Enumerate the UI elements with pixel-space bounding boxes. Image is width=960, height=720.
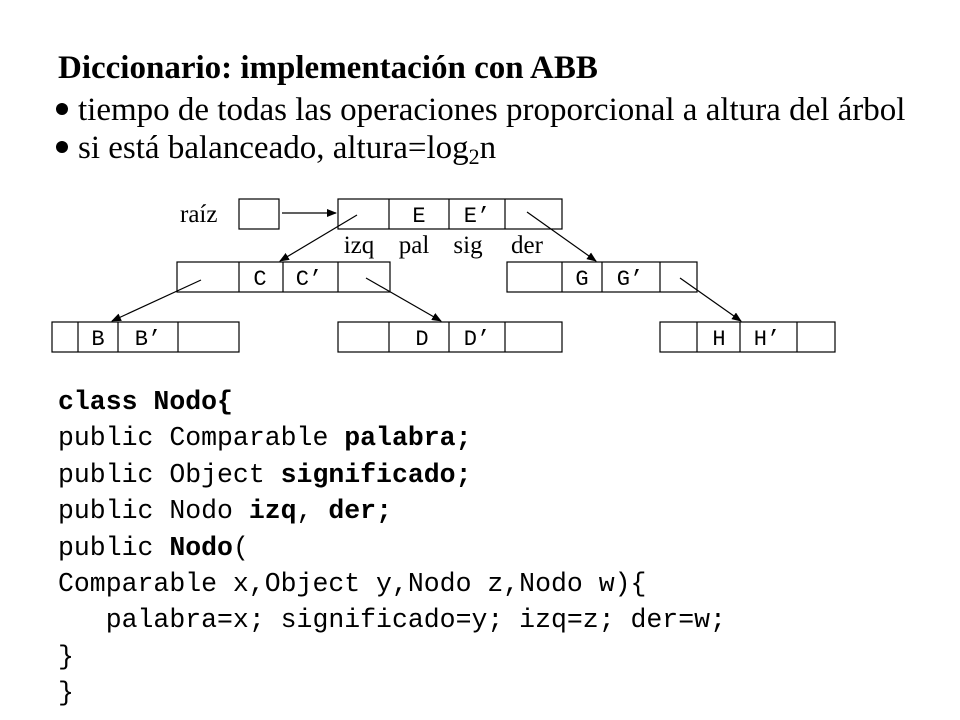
node-e-value: E’ xyxy=(464,204,490,229)
field-label-sig: sig xyxy=(453,232,483,259)
code-token-bold: class Nodo{ xyxy=(58,387,233,417)
slide-title: Diccionario: implementación con ABB xyxy=(58,50,598,86)
bullet-dot-icon xyxy=(56,141,68,154)
code-token-bold: izq xyxy=(248,496,297,527)
code-line: Comparable x,Object y,Nodo z,Nodo w){ xyxy=(58,566,726,602)
node-e-frame xyxy=(337,198,563,230)
code-line: public Comparable palabra; xyxy=(58,420,726,456)
code-block: class Nodo{public Comparable palabra;pub… xyxy=(58,384,726,712)
node-e: E E’ xyxy=(337,198,563,230)
node-h: H H’ xyxy=(659,321,836,353)
code-token: Comparable x,Object y,Nodo z,Nodo w){ xyxy=(58,569,647,600)
node-c: C C’ xyxy=(176,261,391,293)
node-e-key: E xyxy=(412,204,425,229)
code-token: palabra=x; significado=y; izq=z; der=w; xyxy=(58,605,726,636)
node-d: D D’ xyxy=(337,321,563,353)
code-line: palabra=x; significado=y; izq=z; der=w; xyxy=(58,602,726,638)
bullet-text-suffix: n xyxy=(479,130,497,166)
code-token: public xyxy=(58,532,170,563)
node-h-key: H xyxy=(712,327,725,352)
code-token: } xyxy=(58,678,74,709)
field-label-izq: izq xyxy=(344,232,375,259)
code-line: } xyxy=(58,639,726,675)
node-d-key: D xyxy=(415,327,428,352)
node-b-frame xyxy=(51,321,240,353)
code-token: , xyxy=(296,496,329,527)
node-h-value: H’ xyxy=(754,327,780,352)
code-token-bold: Nodo xyxy=(169,532,233,563)
node-g: G G’ xyxy=(506,261,698,293)
arrow-g-to-h xyxy=(679,277,742,322)
bullet-text: tiempo de todas las operaciones proporci… xyxy=(78,92,906,128)
bullet-operations-time: tiempo de todas las operaciones proporci… xyxy=(56,92,905,129)
node-g-key: G xyxy=(575,267,588,292)
field-label-der: der xyxy=(511,232,544,259)
node-d-frame xyxy=(337,321,563,353)
code-token: ( xyxy=(232,532,249,563)
code-line: public Object significado; xyxy=(58,457,726,493)
node-g-value: G’ xyxy=(617,267,643,292)
bullet-text-prefix: si está balanceado, altura=log xyxy=(78,130,469,166)
code-token-bold: significado; xyxy=(280,459,472,490)
code-token-bold: der; xyxy=(328,496,392,527)
code-token: public Nodo xyxy=(58,496,249,527)
arrow-e-to-c xyxy=(279,214,358,262)
node-c-value: C’ xyxy=(296,267,322,292)
node-c-key: C xyxy=(253,267,266,292)
field-label-pal: pal xyxy=(399,232,430,259)
node-h-frame xyxy=(659,321,836,353)
code-line: } xyxy=(58,675,726,711)
code-line: class Nodo{ xyxy=(58,384,726,420)
code-line: public Nodo izq, der; xyxy=(58,493,726,529)
node-b: B B’ xyxy=(51,321,240,353)
root-pointer-box xyxy=(238,198,280,230)
code-token-bold: palabra; xyxy=(344,423,472,454)
node-b-key: B xyxy=(91,327,104,352)
arrow-c-to-b xyxy=(111,279,202,322)
arrow-e-to-g xyxy=(526,211,597,262)
code-line: public Nodo( xyxy=(58,530,726,566)
root-label: raíz xyxy=(180,201,217,228)
code-token: public Object xyxy=(58,459,281,490)
bullet-dot-icon xyxy=(56,103,68,116)
bullet-subscript: 2 xyxy=(468,144,480,169)
node-d-value: D’ xyxy=(464,327,490,352)
code-token: } xyxy=(58,641,74,672)
code-token: public Comparable xyxy=(58,423,345,454)
arrow-c-to-d xyxy=(365,277,442,322)
bullet-balanced-height: si está balanceado, altura=log2n xyxy=(56,130,496,170)
node-b-value: B’ xyxy=(135,327,161,352)
